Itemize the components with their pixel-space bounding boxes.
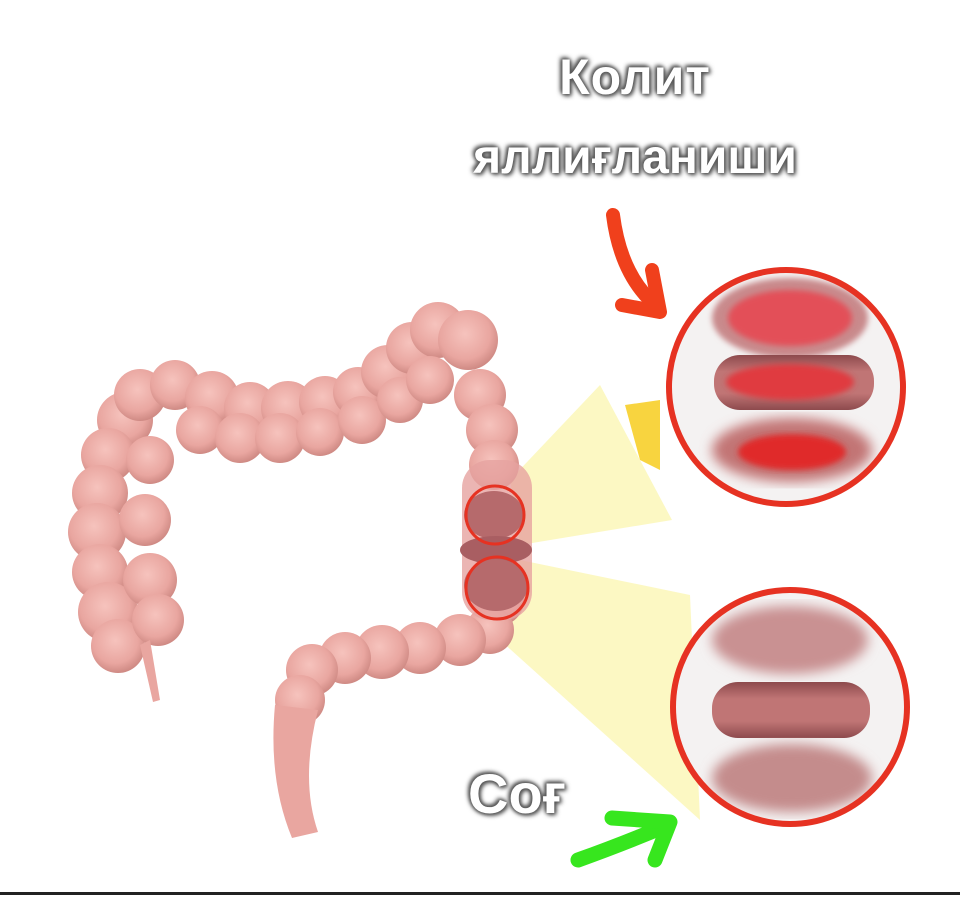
sigmoid-colon [273, 614, 486, 838]
beam-accent [625, 400, 660, 470]
title-line-1: Колит [559, 49, 711, 105]
beam-upper [510, 385, 672, 545]
ascending-colon [68, 392, 184, 702]
transverse-colon [114, 302, 498, 463]
red-arrow-icon [606, 208, 667, 319]
healthy-label: Соғ [468, 762, 566, 825]
examined-segment [460, 460, 532, 621]
healthy-marker-ring [464, 555, 530, 621]
colon [68, 302, 532, 838]
healthy-magnified-view [670, 587, 910, 827]
green-arrow-icon [570, 810, 678, 868]
inflamed-magnified-view [666, 267, 906, 507]
title-line-2: яллиғланиши [473, 131, 797, 184]
magnify-beams [500, 385, 700, 820]
beam-lower [500, 560, 700, 820]
inflamed-marker-ring [464, 484, 526, 546]
bottom-divider [0, 892, 960, 895]
